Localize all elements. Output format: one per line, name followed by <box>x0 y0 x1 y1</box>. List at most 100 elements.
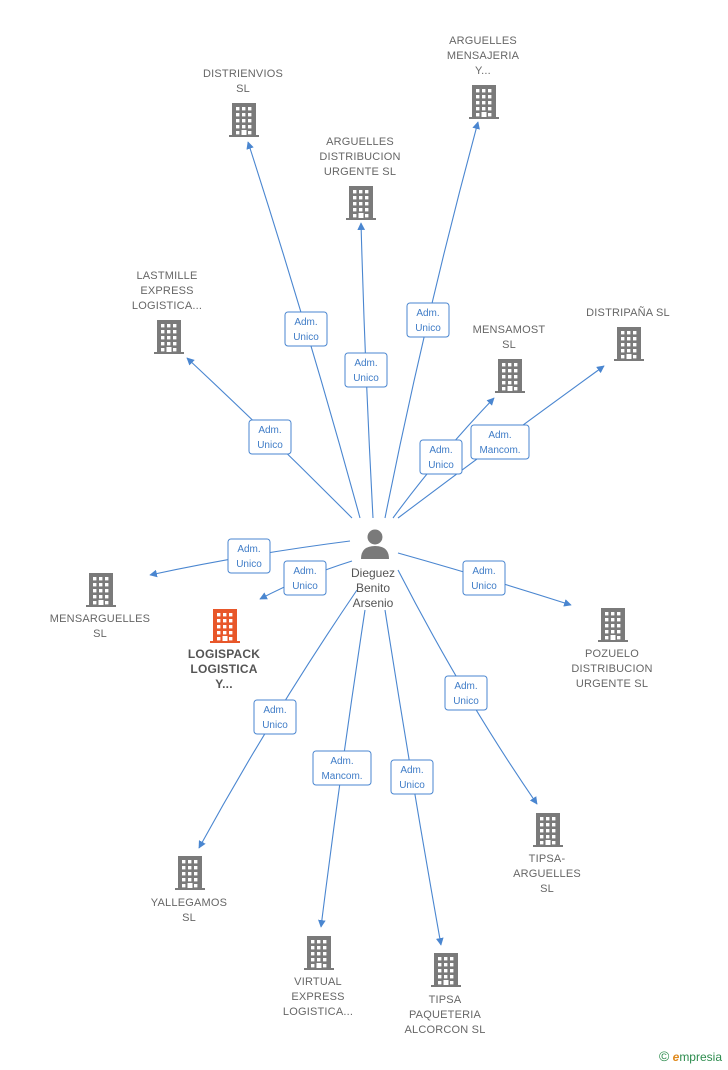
edge-label-text: Unico <box>353 373 379 384</box>
building-icon <box>175 856 205 890</box>
edge-label-text: Mancom. <box>479 445 520 456</box>
edge-label-logispack[interactable]: Adm. Unico <box>283 560 327 596</box>
edge-label-text: Adm. <box>400 765 423 776</box>
company-node-mensarguelles[interactable]: MENSARGUELLES SL <box>50 573 150 640</box>
edge-label-mensamost[interactable]: Adm.Unico <box>419 439 463 475</box>
edge-label-text: Adm. <box>354 358 377 369</box>
edge-label-yallegamos[interactable]: Adm.Unico <box>253 699 297 735</box>
edge-label-box <box>419 439 463 475</box>
company-label: DISTRIBUCION <box>571 663 652 675</box>
company-label: Y... <box>475 65 491 77</box>
company-label: SL <box>182 912 196 924</box>
building-icon <box>229 103 259 137</box>
building-icon <box>210 609 240 643</box>
company-label: DISTRIENVIOS <box>203 68 283 80</box>
edge-label-box <box>284 311 328 347</box>
edge-label-text: Adm. <box>293 566 316 577</box>
building-icon <box>86 573 116 607</box>
edge-label-arguelles-mensajeria[interactable]: Adm.Unico <box>406 302 450 338</box>
company-node-virtual-express[interactable]: VIRTUALEXPRESSLOGISTICA... <box>283 936 353 1018</box>
company-label: SL <box>502 339 516 351</box>
edge-label-text: Adm. <box>472 566 495 577</box>
company-label: SL <box>540 883 554 895</box>
edge-label-text: Mancom. <box>321 771 362 782</box>
edge-label-text: Adm. <box>294 317 317 328</box>
edge-label-text: Unico <box>453 696 479 707</box>
company-label: MENSARGUELLES <box>50 613 150 625</box>
company-label: LASTMILLE <box>136 270 197 282</box>
company-node-yallegamos[interactable]: YALLEGAMOS SL <box>151 856 227 924</box>
edge-label-text: Unico <box>257 440 283 451</box>
edge-label-text: Adm. <box>429 445 452 456</box>
company-node-arguelles-mensajeria[interactable]: ARGUELLESMENSAJERIAY... <box>447 35 520 119</box>
edge-label-box <box>253 699 297 735</box>
building-icon <box>495 359 525 393</box>
building-icon <box>614 327 644 361</box>
building-icon <box>304 936 334 970</box>
brand-initial: e <box>672 1050 680 1064</box>
building-icon <box>154 320 184 354</box>
company-node-tipsa-arguelles[interactable]: TIPSA- ARGUELLES SL <box>513 813 581 895</box>
edge-label-text: Adm. <box>488 430 511 441</box>
brand-name: mpresia <box>679 1050 722 1064</box>
company-label: EXPRESS <box>140 285 193 297</box>
edge-label-box <box>312 750 372 786</box>
edge-label-mensarguelles[interactable]: Adm.Unico <box>227 538 271 574</box>
company-label: TIPSA- <box>529 853 566 865</box>
edge-label-lastmille[interactable]: Adm.Unico <box>248 419 292 455</box>
copyright-symbol: © <box>658 1048 670 1064</box>
company-label: PAQUETERIA <box>409 1009 482 1021</box>
company-label: YALLEGAMOS <box>151 897 227 909</box>
company-label: URGENTE SL <box>576 678 648 690</box>
edge-label-distripana[interactable]: Adm. Mancom. <box>470 424 530 460</box>
edge-label-tipsa-arguelles[interactable]: Adm. Unico <box>444 675 488 711</box>
edge-label-box <box>444 675 488 711</box>
edge-label-box <box>227 538 271 574</box>
edge-label-box <box>406 302 450 338</box>
company-node-logispack[interactable]: LOGISPACKLOGISTICAY... <box>188 609 260 691</box>
edge-label-text: Unico <box>293 332 319 343</box>
company-node-distrienvios[interactable]: DISTRIENVIOS SL <box>203 68 283 137</box>
edge-label-box <box>462 560 506 596</box>
company-label: MENSAJERIA <box>447 50 520 62</box>
edge-label-text: Adm. <box>330 756 353 767</box>
edge-label-text: Adm. <box>416 308 439 319</box>
company-label: ALCORCON SL <box>404 1024 485 1036</box>
company-label: LOGISTICA <box>190 662 257 676</box>
edge-label-tipsa-paqueteria[interactable]: Adm.Unico <box>390 759 434 795</box>
company-label: ARGUELLES <box>513 868 581 880</box>
company-label: TIPSA <box>429 994 462 1006</box>
edge-label-text: Adm. <box>237 544 260 555</box>
edge-label-arguelles-distribucion[interactable]: Adm. Unico <box>344 352 388 388</box>
person-icon <box>361 529 389 559</box>
edge-label-text: Adm. <box>454 681 477 692</box>
edge-label-text: Unico <box>262 720 288 731</box>
edge-label-pozuelo[interactable]: Adm. Unico <box>462 560 506 596</box>
company-label: LOGISPACK <box>188 647 260 661</box>
company-label: URGENTE SL <box>324 166 396 178</box>
edge-label-distrienvios[interactable]: Adm. Unico <box>284 311 328 347</box>
company-label: POZUELO <box>585 648 639 660</box>
company-node-distripana[interactable]: DISTRIPAÑA SL <box>586 306 670 361</box>
edge-label-virtual-express[interactable]: Adm. Mancom. <box>312 750 372 786</box>
edge-label-text: Unico <box>292 581 318 592</box>
person-label: Dieguez <box>351 566 395 580</box>
company-node-pozuelo[interactable]: POZUELO DISTRIBUCION URGENTE SL <box>571 608 652 690</box>
company-label: VIRTUAL <box>294 976 342 988</box>
company-label: SL <box>236 83 250 95</box>
edge-label-box <box>390 759 434 795</box>
company-label: LOGISTICA... <box>132 300 202 312</box>
edge-label-box <box>248 419 292 455</box>
edge-label-text: Unico <box>471 581 497 592</box>
company-label: SL <box>93 628 107 640</box>
edge-label-box <box>283 560 327 596</box>
building-icon <box>346 186 376 220</box>
building-icon <box>533 813 563 847</box>
company-node-tipsa-paqueteria[interactable]: TIPSA PAQUETERIA ALCORCON SL <box>404 953 485 1036</box>
company-label: LOGISTICA... <box>283 1006 353 1018</box>
company-node-lastmille[interactable]: LASTMILLE EXPRESS LOGISTICA... <box>132 270 202 354</box>
